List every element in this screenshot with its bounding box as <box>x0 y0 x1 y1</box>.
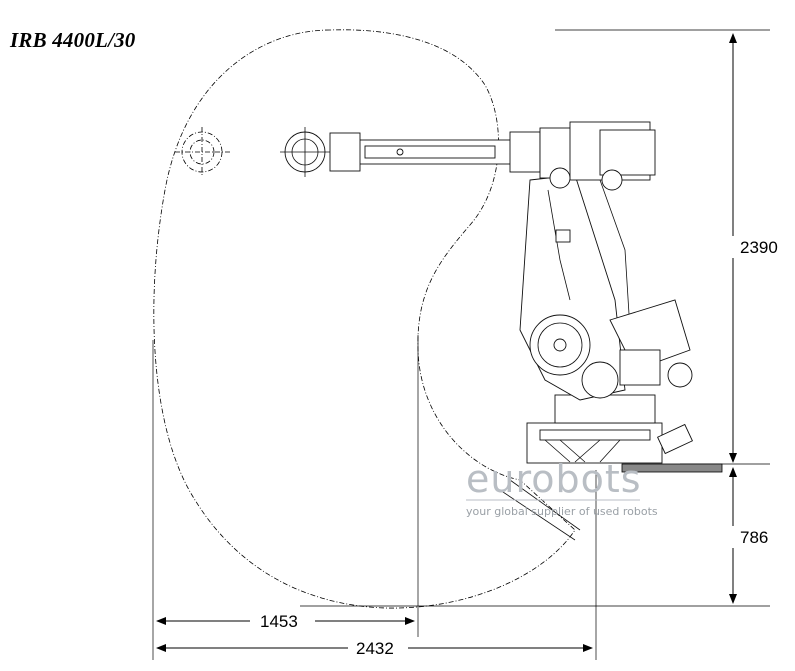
robot-base <box>499 394 693 541</box>
watermark-brand: eurobots <box>466 457 642 501</box>
wrist-flange-extreme-position <box>175 127 230 177</box>
wrist-flange <box>280 127 330 177</box>
dimension-label-1453: 1453 <box>260 612 298 631</box>
drawing-title: IRB 4400L/30 <box>10 28 136 52</box>
watermark-tagline: your global supplier of used robots <box>466 505 658 518</box>
dimension-label-2432: 2432 <box>356 639 394 658</box>
robot-upper-arm <box>329 121 656 191</box>
working-envelope-outline <box>153 29 576 609</box>
axis-2-joint <box>529 314 693 399</box>
floor-plate <box>621 463 723 473</box>
dimension-label-786: 786 <box>740 528 768 547</box>
dimension-label-2390: 2390 <box>740 238 778 257</box>
